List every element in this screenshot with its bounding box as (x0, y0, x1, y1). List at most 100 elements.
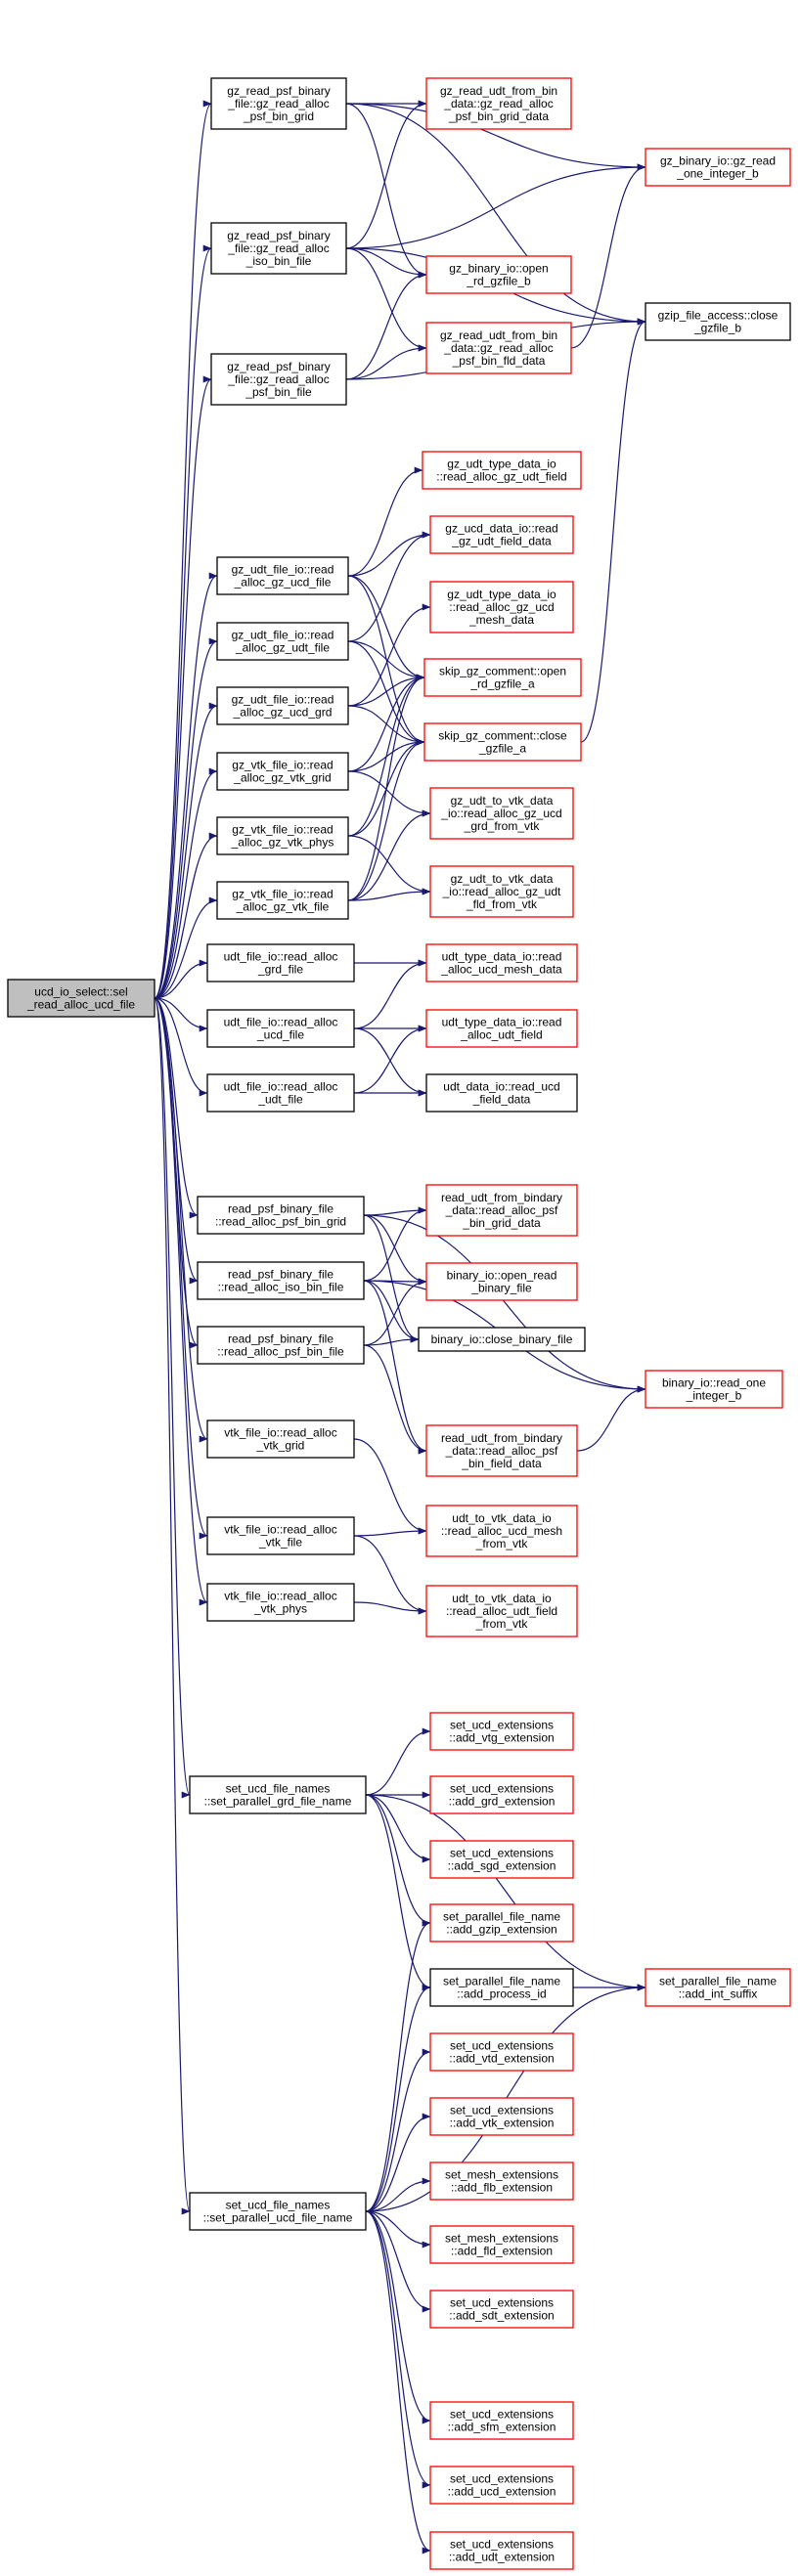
node-udt_field_data[interactable]: udt_data_io::read_ucd_field_data (425, 1073, 578, 1113)
node-skip_open[interactable]: skip_gz_comment::open_rd_gzfile_a (423, 658, 582, 697)
node-psf_file[interactable]: read_psf_binary_file::read_alloc_psf_bin… (197, 1326, 365, 1365)
node-gzip_close[interactable]: gzip_file_access::close_gzfile_b (645, 302, 791, 341)
node-udt_udt[interactable]: udt_file_io::read_alloc_udt_file (206, 1073, 355, 1113)
node-set_ucd[interactable]: set_ucd_file_names::set_parallel_ucd_fil… (189, 2192, 367, 2231)
node-ext_grd[interactable]: set_ucd_extensions::add_grd_extension (429, 1775, 574, 1814)
node-label-line: _ucd_file (256, 1028, 304, 1042)
node-ext_sdt[interactable]: set_ucd_extensions::add_sdt_extension (429, 2290, 574, 2329)
node-gz_psf_grd[interactable]: gz_read_psf_binary_file::gz_read_alloc_p… (210, 77, 347, 130)
node-gz_udt_field[interactable]: gz_udt_type_data_io::read_alloc_gz_udt_f… (422, 451, 582, 490)
node-bin_read_int[interactable]: binary_io::read_one_integer_b (645, 1370, 783, 1409)
node-box (210, 222, 347, 275)
node-box (429, 581, 574, 633)
node-label-line: binary_io::read_one (662, 1376, 766, 1390)
node-psf_grd[interactable]: read_psf_binary_file::read_alloc_psf_bin… (197, 1196, 365, 1235)
node-gz_bin_read_int[interactable]: gz_binary_io::gz_read_one_integer_b (645, 148, 791, 187)
node-int_suffix[interactable]: set_parallel_file_name::add_int_suffix (645, 1968, 791, 2007)
node-gz_udt_fld_vtk[interactable]: gz_udt_to_vtk_data_io::read_alloc_gz_udt… (429, 865, 574, 918)
node-box (429, 2401, 574, 2440)
node-label-line: udt_file_io::read_alloc (224, 950, 338, 964)
node-label-line: _psf_bin_grid_data (448, 109, 549, 123)
node-gz_vtk_file[interactable]: gz_vtk_file_io::read_alloc_gz_vtk_file (216, 881, 349, 920)
node-vtk_grid[interactable]: vtk_file_io::read_alloc_vtk_grid (206, 1419, 355, 1459)
node-gz_ucd_field_data[interactable]: gz_ucd_data_io::read_gz_udt_field_data (429, 515, 574, 554)
node-label-line: _data::read_alloc_psf (445, 1203, 558, 1217)
node-psf_iso[interactable]: read_psf_binary_file::read_alloc_iso_bin… (197, 1261, 365, 1300)
node-gz_psf_file[interactable]: gz_read_psf_binary_file::gz_read_alloc_p… (210, 353, 347, 406)
node-box (429, 2161, 574, 2201)
edge-gz_ucd_grd-to-skip_open (347, 674, 425, 707)
edge-set_ucd-to-ext_udt (365, 2210, 431, 2554)
node-ext_udt[interactable]: set_ucd_extensions::add_udt_extension (429, 2531, 574, 2570)
node-box (645, 302, 791, 341)
node-ext_sfm[interactable]: set_ucd_extensions::add_sfm_extension (429, 2401, 574, 2440)
node-label-line: _data::read_alloc_psf (445, 1444, 558, 1458)
node-label-line: _alloc_gz_ucd_grd (233, 706, 333, 720)
node-vtk_udt_field[interactable]: udt_to_vtk_data_io::read_alloc_udt_field… (425, 1585, 578, 1637)
node-root[interactable]: ucd_io_select::sel_read_alloc_ucd_file (7, 979, 156, 1018)
node-gz_udt_grid_data[interactable]: gz_read_udt_from_bin_data::gz_read_alloc… (425, 77, 572, 130)
node-udt_ucd[interactable]: udt_file_io::read_alloc_ucd_file (206, 1009, 355, 1048)
edge-gz_vtk_phys-to-gz_udt_fld_vtk (347, 835, 431, 895)
node-label-line: _alloc_udt_field (460, 1028, 542, 1042)
node-skip_close[interactable]: skip_gz_comment::close_gzfile_a (423, 722, 582, 762)
node-gz_vtk_phys[interactable]: gz_vtk_file_io::read_alloc_gz_vtk_phys (216, 816, 349, 855)
node-gz_ucd_mesh_data[interactable]: gz_udt_type_data_io::read_alloc_gz_ucd_m… (429, 581, 574, 633)
node-ext_ucd[interactable]: set_ucd_extensions::add_ucd_extension (429, 2466, 574, 2505)
node-box (425, 255, 572, 294)
node-label-line: ::read_alloc_gz_udt_field (436, 470, 566, 484)
node-label-line: gz_udt_type_data_io (447, 458, 556, 471)
edge-gz_udt_fld_data-to-gz_bin_read_int (570, 163, 646, 349)
edge-psf_grd-to-bin_read_int (363, 1214, 646, 1393)
edge-udt_ucd-to-udt_mesh_data (353, 959, 427, 1029)
node-box (216, 816, 349, 855)
node-udt_field[interactable]: udt_type_data_io::read_alloc_udt_field (425, 1009, 578, 1048)
node-label-line: binary_io::open_read (447, 1269, 557, 1283)
node-gz_bin_open[interactable]: gz_binary_io::open_rd_gzfile_b (425, 255, 572, 294)
node-gz_psf_iso[interactable]: gz_read_psf_binary_file::gz_read_alloc_i… (210, 222, 347, 275)
node-gz_ucd_grd[interactable]: gz_udt_file_io::read_alloc_gz_ucd_grd (216, 686, 349, 725)
node-bindary_grid[interactable]: read_udt_from_bindary_data::read_alloc_p… (425, 1184, 578, 1237)
edge-set_ucd-to-ext_ucd (365, 2210, 431, 2489)
node-ext_vtg[interactable]: set_ucd_extensions::add_vtg_extension (429, 1712, 574, 1751)
edge-set_ucd-to-ext_vtd (365, 2048, 431, 2212)
node-label-line: gz_udt_to_vtk_data (451, 794, 554, 808)
node-label-line: ::read_alloc_psf_bin_file (217, 1345, 344, 1359)
node-label-line: ::add_grd_extension (449, 1795, 556, 1809)
edge-root-to-gz_psf_file (154, 375, 212, 999)
node-gzip_ext[interactable]: set_parallel_file_name::add_gzip_extensi… (429, 1903, 574, 1943)
node-label-line: _fld_from_vtk (466, 897, 538, 911)
node-set_grd[interactable]: set_ucd_file_names::set_parallel_grd_fil… (189, 1775, 367, 1814)
node-label-line: _rd_gzfile_a (469, 677, 535, 691)
node-box (422, 451, 582, 490)
node-udt_grd[interactable]: udt_file_io::read_alloc_grd_file (206, 943, 355, 982)
node-gz_ucd_file[interactable]: gz_udt_file_io::read_alloc_gz_ucd_file (216, 556, 349, 595)
node-gz_udt_fld_data[interactable]: gz_read_udt_from_bin_data::gz_read_alloc… (425, 322, 572, 374)
node-gz_vtk_grid[interactable]: gz_vtk_file_io::read_alloc_gz_vtk_grid (216, 752, 349, 791)
node-ext_fld[interactable]: set_mesh_extensions::add_fld_extension (429, 2225, 574, 2264)
node-gz_udt_file[interactable]: gz_udt_file_io::read_alloc_gz_udt_file (216, 622, 349, 661)
node-udt_mesh_data[interactable]: udt_type_data_io::read_alloc_ucd_mesh_da… (425, 943, 578, 982)
node-box (189, 2192, 367, 2231)
node-bin_open[interactable]: binary_io::open_read_binary_file (425, 1262, 578, 1301)
edge-set_ucd-to-ext_fld (365, 2210, 431, 2249)
node-bin_close[interactable]: binary_io::close_binary_file (418, 1327, 586, 1352)
edge-gz_ucd_grd-to-gz_ucd_mesh_data (347, 603, 431, 707)
node-box (216, 752, 349, 791)
node-process_id[interactable]: set_parallel_file_name::add_process_id (429, 1968, 574, 2007)
node-ext_vtd[interactable]: set_ucd_extensions::add_vtd_extension (429, 2032, 574, 2072)
node-label-line: gz_udt_type_data_io (447, 588, 556, 601)
node-gz_ucd_grd_vtk[interactable]: gz_udt_to_vtk_data_io::read_alloc_gz_ucd… (429, 787, 574, 840)
node-ext_vtk[interactable]: set_ucd_extensions::add_vtk_extension (429, 2097, 574, 2136)
node-vtk_phys[interactable]: vtk_file_io::read_alloc_vtk_phys (206, 1583, 355, 1622)
node-bindary_field[interactable]: read_udt_from_bindary_data::read_alloc_p… (425, 1424, 578, 1477)
node-label-line: skip_gz_comment::open (439, 665, 566, 678)
node-box (206, 1009, 355, 1048)
node-ext_sgd[interactable]: set_ucd_extensions::add_sgd_extension (429, 1840, 574, 1879)
node-ext_flb[interactable]: set_mesh_extensions::add_flb_extension (429, 2161, 574, 2201)
node-label-line: udt_file_io::read_alloc (224, 1080, 338, 1094)
node-vtk_file[interactable]: vtk_file_io::read_alloc_vtk_file (206, 1516, 355, 1555)
node-label-line: _udt_file (257, 1093, 303, 1107)
edge-gz_vtk_grid-to-skip_open (347, 674, 425, 772)
node-vtk_ucd_mesh[interactable]: udt_to_vtk_data_io::read_alloc_ucd_mesh_… (425, 1505, 578, 1557)
